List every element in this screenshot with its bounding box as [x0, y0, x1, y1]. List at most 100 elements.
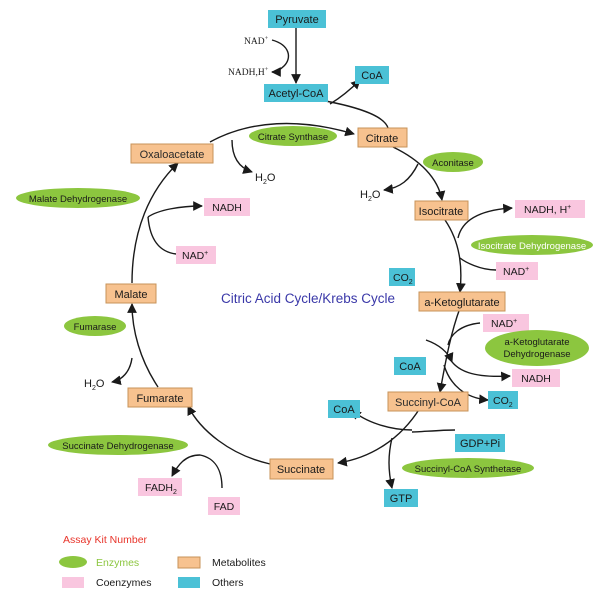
akg-to-succinylcoa-arrow [436, 307, 461, 393]
other-pyruvate: Pyruvate [268, 10, 326, 28]
other-gtp: GTP [384, 489, 418, 507]
aconitase-ellipse [423, 152, 483, 172]
succinate-to-fumarate-arrow [187, 405, 271, 465]
coenzyme-nad-akg: NAD+ [483, 314, 529, 332]
metabolite-succinyl-coa: Succinyl-CoA [387, 391, 469, 412]
fadh2-box [138, 478, 182, 496]
nadh-malate-box [204, 198, 250, 216]
coa-from-succinylcoa-arrow [351, 409, 413, 431]
h2o-oxaloacetate-label: H2O [255, 172, 276, 186]
citrate-to-isocitrate-arrow [392, 146, 446, 201]
other-gdp-pi: GDP+Pi [455, 434, 505, 452]
isocitrate-label: Isocitrate [419, 206, 464, 218]
fumarase-ellipse [64, 316, 126, 336]
enzyme-isocitrate-dehydrogenase: Isocitrate Dehydrogenase [471, 235, 593, 255]
nad-akg-label: NAD+ [491, 318, 517, 330]
coa-succinyl-box [328, 400, 360, 418]
nad-akg-box [483, 314, 529, 332]
coa-mid-box [394, 357, 426, 375]
nadh-isocitrate-arrow [457, 203, 513, 239]
coa-succinyl-label: CoA [333, 404, 355, 416]
nadh-akg-label: NADH [521, 373, 551, 385]
enzyme-succinate-dehydrogenase: Succinate Dehydrogenase [48, 435, 188, 455]
coenzyme-fadh2: FADH2 [138, 478, 182, 496]
metabolite-malate: Malate [105, 283, 157, 304]
fad-box [208, 497, 240, 515]
legend-others-label: Others [212, 577, 244, 589]
nadh-malate-arrow [147, 201, 203, 218]
coenzyme-fad: FAD [208, 497, 240, 515]
coenzyme-nad-isocitrate: NAD+ [496, 262, 538, 280]
metabolite-fumarate: Fumarate [127, 387, 193, 408]
nadh-pyruvate-label: NADH,H+ [228, 66, 269, 78]
isocitrate-dehydrogenase-label: Isocitrate Dehydrogenase [478, 241, 586, 252]
coa-top-box [355, 66, 389, 84]
acetyl-coa-box [264, 84, 328, 102]
succinate-label: Succinate [277, 464, 325, 476]
fumarate-to-malate-arrow [127, 303, 159, 388]
oxaloacetate-to-citrate-arrow [209, 122, 355, 143]
gtp-box [384, 489, 418, 507]
nad-akg-curve [447, 322, 481, 346]
coenzyme-nadh-h-isocitrate: NADH, H+ [515, 200, 585, 218]
malate-to-oxaloacetate-arrow [131, 162, 179, 284]
legend-heading: Assay Kit Number [63, 534, 148, 546]
fad-to-fadh2-curve [171, 454, 223, 489]
a-ketoglutarate-label: a-Ketoglutarate [424, 297, 499, 309]
succinylcoa-to-succinate-arrow [337, 407, 421, 467]
metabolite-a-ketoglutarate: a-Ketoglutarate [418, 291, 506, 312]
co2-kg-box [488, 391, 518, 409]
a-ketoglutarate-box [418, 291, 506, 312]
malate-dehydrogenase-ellipse [16, 188, 140, 208]
nad-malate-box [176, 246, 216, 264]
fumarase-label: Fumarase [74, 322, 117, 333]
other-co2-kg: CO2 [488, 391, 518, 409]
other-coa-succinyl: CoA [328, 400, 360, 418]
nad-malate-label: NAD+ [182, 250, 208, 262]
oxaloacetate-label: Oxaloacetate [140, 149, 205, 161]
isocitrate-box [414, 200, 469, 221]
gtp-arrow [385, 437, 395, 489]
fad-label: FAD [214, 501, 235, 513]
nadh-h-isocitrate-box [515, 200, 585, 218]
legend-coenzymes-label: Coenzymes [96, 577, 151, 589]
other-co2-isocitrate: CO2 [389, 268, 415, 286]
nad-to-nadh-pyruvate-curve [271, 39, 290, 77]
acetyl-coa-label: Acetyl-CoA [268, 88, 324, 100]
citrate-box [357, 127, 408, 148]
nad-pyruvate-label: NAD+ [244, 35, 269, 47]
side-reaction-arrows [111, 39, 513, 489]
legend-metabolites-label: Metabolites [212, 557, 266, 569]
h2o-fumarase-label: H2O [84, 378, 105, 392]
legend-coenzyme-swatch [62, 577, 84, 588]
legend-metabolite-swatch [177, 556, 201, 569]
legend-enzymes-label: Enzymes [96, 557, 139, 569]
legend-enzyme-swatch [59, 556, 87, 568]
co2-kg-label: CO2 [493, 395, 513, 409]
gdp-pi-curve [411, 429, 456, 433]
legend-other-swatch [178, 577, 200, 588]
metabolite-isocitrate: Isocitrate [414, 200, 469, 221]
gtp-label: GTP [390, 493, 413, 505]
diagram-title: Citric Acid Cycle/Krebs Cycle [221, 291, 395, 306]
fumarate-label: Fumarate [136, 393, 183, 405]
malate-label: Malate [114, 289, 147, 301]
enzyme-aconitase: Aconitase [423, 152, 483, 172]
succinate-box [269, 458, 334, 480]
other-acetyl-coa: Acetyl-CoA [264, 84, 328, 102]
enzyme-citrate-synthase: Citrate Synthase [249, 126, 337, 146]
pyruvate-box [268, 10, 326, 28]
enzyme-a-ketoglutarate-dehydrogenase: a-Ketoglutarate Dehydrogenase [485, 330, 589, 366]
coenzyme-nad-malate: NAD+ [176, 246, 216, 264]
co2-isocitrate-label: CO2 [393, 272, 413, 286]
nadh-akg-arrow [447, 354, 511, 382]
metabolite-citrate: Citrate [357, 127, 408, 148]
malate-dehydrogenase-label: Malate Dehydrogenase [29, 194, 127, 205]
coa-top-label: CoA [361, 70, 383, 82]
metabolite-succinate: Succinate [269, 458, 334, 480]
h2o-fumarase-arrow [111, 357, 133, 386]
a-ketoglutarate-dehydrogenase-ellipse [485, 330, 589, 366]
enzyme-succinyl-coa-synthetase: Succinyl-CoA Synthetase [402, 458, 534, 478]
succinyl-coa-synthetase-ellipse [402, 458, 534, 478]
